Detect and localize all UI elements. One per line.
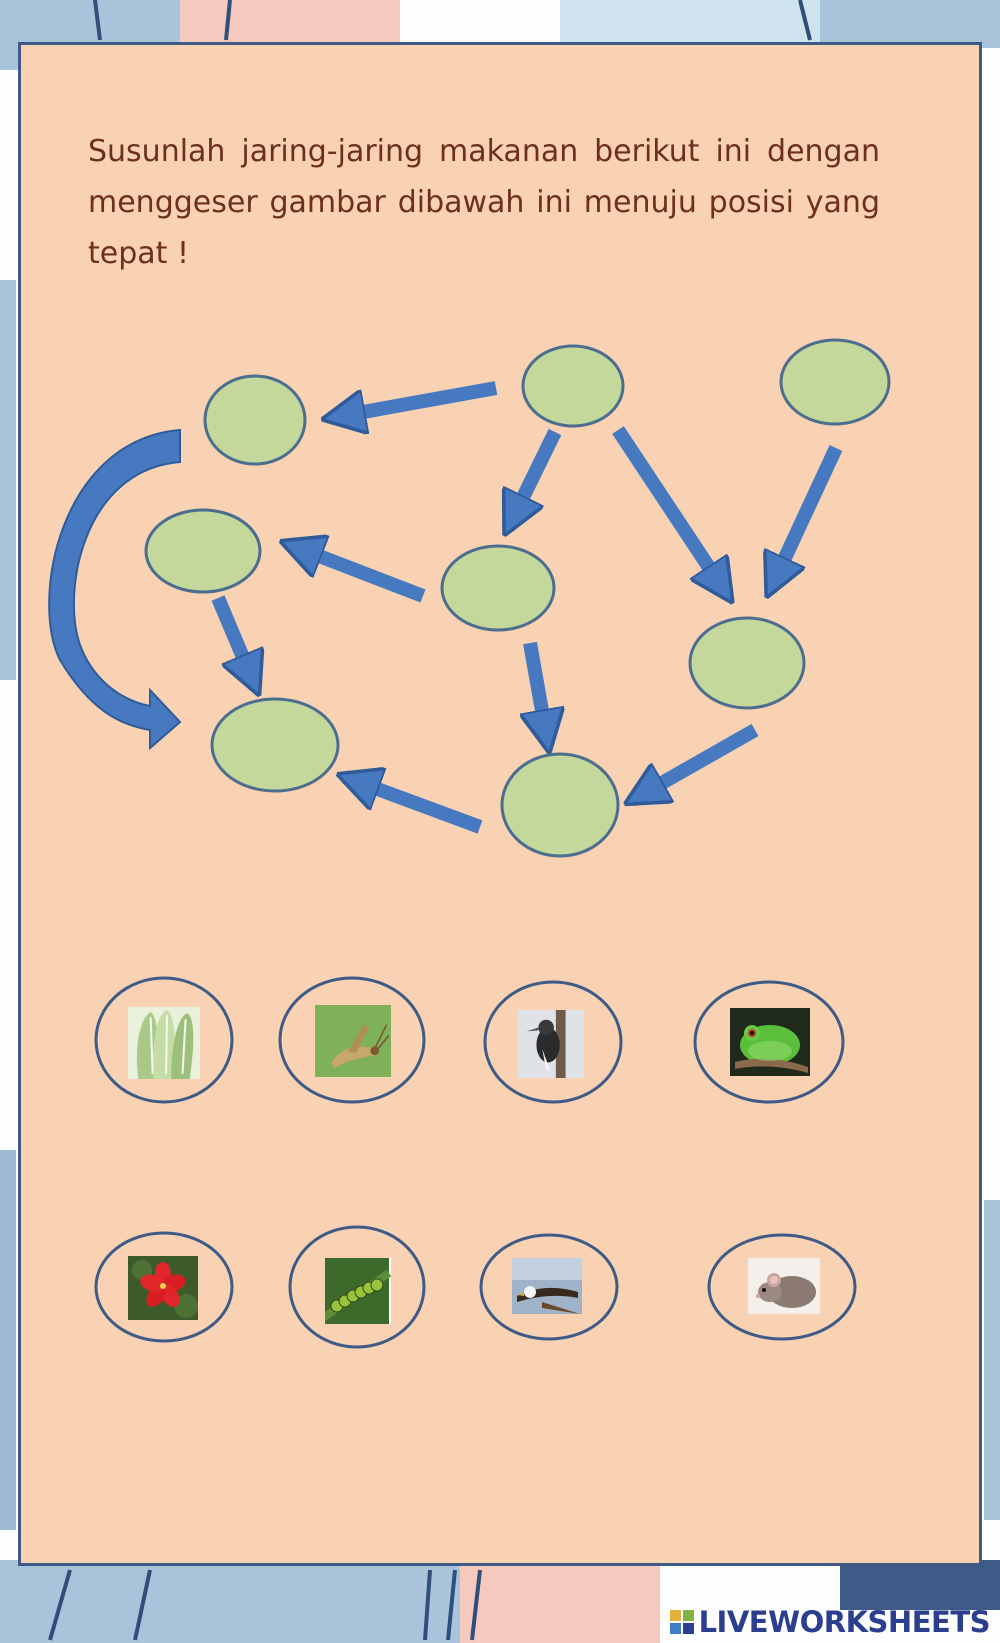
food-web-arrow [632,723,759,800]
caterpillar-icon [325,1258,391,1324]
woodpecker-icon [518,1010,584,1078]
food-web-arrow [770,445,843,590]
frog-icon [730,1008,810,1076]
drop-target-slot[interactable] [210,697,340,793]
eagle-icon [512,1258,582,1314]
image-frame-oval [479,1233,619,1341]
hibiscus-image[interactable] [128,1256,198,1320]
caterpillar-image[interactable] [325,1258,391,1324]
food-web-arrow [612,426,728,596]
mouse-image[interactable] [748,1258,820,1314]
image-frame-oval [278,976,426,1104]
food-web-arrow [211,595,256,688]
instruction-text: Susunlah jaring-jaring makanan berikut i… [88,134,880,271]
drop-target-slot[interactable] [144,508,262,594]
drop-target-slot[interactable] [779,338,891,426]
drop-target-slot[interactable] [440,544,556,632]
frog-image[interactable] [730,1008,810,1076]
drop-target-slot[interactable] [521,344,625,428]
food-web-arrow [501,428,562,528]
drop-target-slot[interactable] [688,616,806,710]
brand-footer: LIVEWORKSHEETS [669,1605,991,1639]
liveworksheets-logo-icon [669,1610,694,1634]
hibiscus-icon [128,1256,198,1320]
image-frame-oval [483,980,623,1104]
image-frame-oval [94,976,234,1104]
curved-arrow [48,428,182,751]
brand-name: LIVEWORKSHEETS [698,1605,991,1639]
image-frame-oval [94,1231,234,1343]
food-web-arrow [530,641,548,745]
cabbage-icon [128,1007,200,1079]
drop-target-slot[interactable] [500,752,620,858]
drop-target-slot[interactable] [203,374,307,466]
image-frame-oval [693,980,845,1104]
eagle-image[interactable] [512,1258,582,1314]
grasshopper-image[interactable] [315,1005,391,1077]
woodpecker-image[interactable] [518,1010,584,1078]
food-web-arrow [288,544,426,603]
grasshopper-icon [315,1005,391,1077]
image-frame-oval [707,1233,857,1341]
mouse-icon [748,1258,820,1314]
image-frame-oval [288,1225,426,1349]
food-web-arrow [345,777,483,834]
cabbage-image[interactable] [128,1007,200,1079]
food-web-arrow [330,381,498,418]
